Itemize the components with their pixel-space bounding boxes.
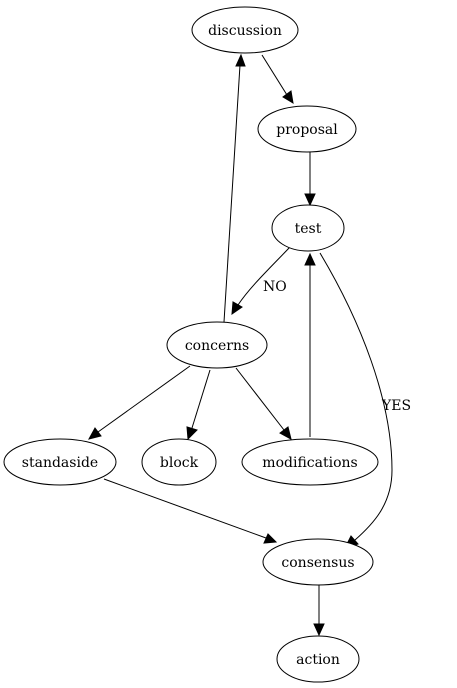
node-label-modifications: modifications xyxy=(262,455,357,471)
node-discussion: discussion xyxy=(191,6,299,54)
node-modifications: modifications xyxy=(241,438,379,486)
node-consensus: consensus xyxy=(262,538,374,586)
node-label-consensus: consensus xyxy=(281,555,354,571)
node-label-standaside: standaside xyxy=(22,455,98,471)
node-label-discussion: discussion xyxy=(208,23,282,39)
node-label-block: block xyxy=(160,455,199,471)
edge-label-yes: YES xyxy=(381,398,411,414)
node-label-test: test xyxy=(295,221,322,237)
node-block: block xyxy=(141,438,217,486)
node-label-concerns: concerns xyxy=(185,338,249,354)
edge-concerns-to-standaside xyxy=(88,365,191,440)
node-concerns: concerns xyxy=(166,321,268,369)
edge-concerns-to-discussion xyxy=(223,53,246,323)
edge-concerns-to-modifications xyxy=(235,367,292,440)
edge-discussion-to-proposal xyxy=(261,54,294,104)
edge-proposal-to-test xyxy=(304,152,316,207)
node-standaside: standaside xyxy=(3,438,117,486)
edge-concerns-to-block xyxy=(186,369,211,441)
edge-label-no: NO xyxy=(263,279,287,295)
edge-consensus-to-action xyxy=(313,585,325,637)
node-label-action: action xyxy=(296,652,340,668)
edge-modifications-to-test xyxy=(304,252,316,437)
edge-standaside-to-consensus xyxy=(103,478,278,544)
node-test: test xyxy=(271,204,345,252)
node-proposal: proposal xyxy=(257,105,357,153)
edge-test-to-concerns xyxy=(231,246,291,316)
node-label-proposal: proposal xyxy=(276,122,338,138)
node-action: action xyxy=(276,635,360,683)
